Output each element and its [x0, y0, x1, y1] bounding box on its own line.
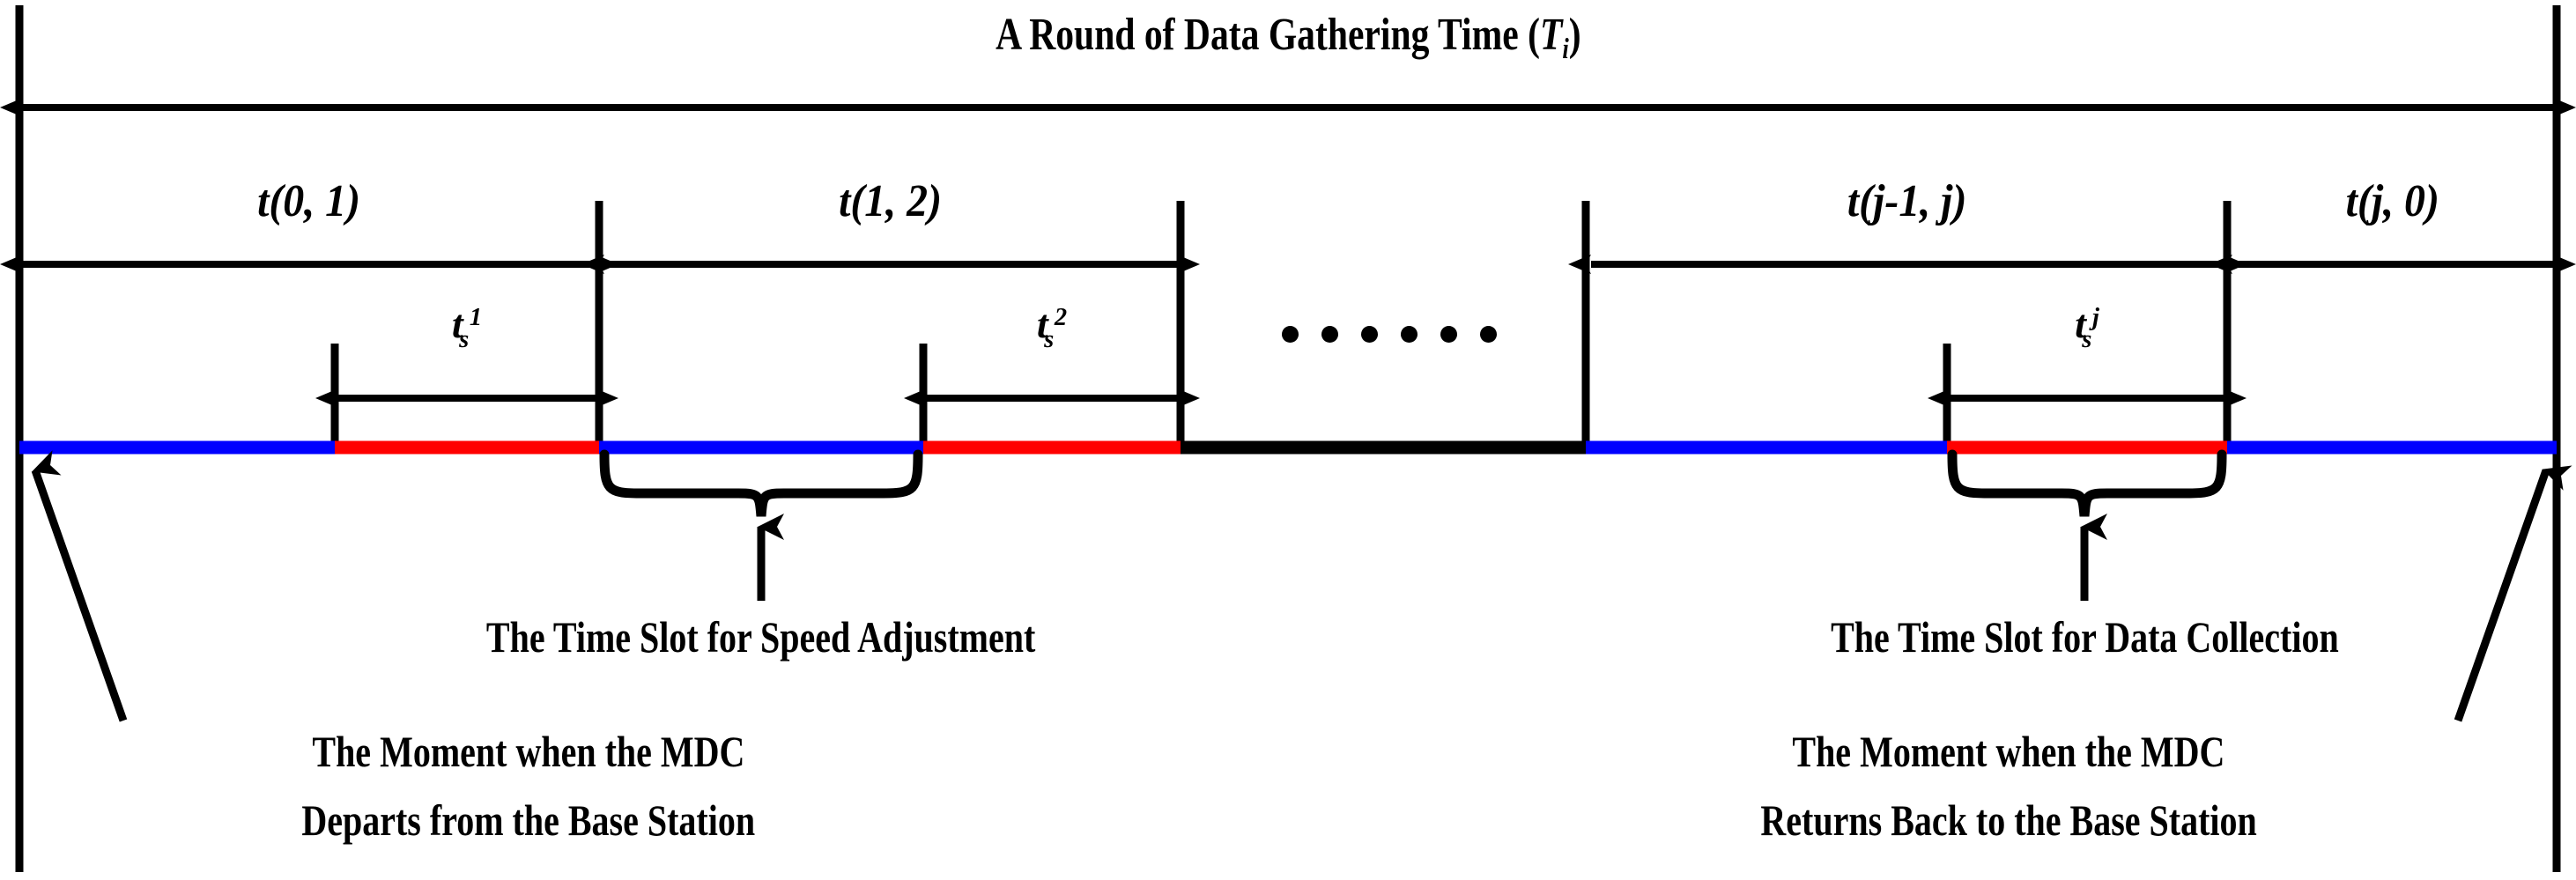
footnote-depart-line2-text: Departs from the Base Station — [301, 795, 756, 845]
round-title-symbol: T — [1539, 9, 1563, 60]
caption-data-collection-text: The Time Slot for Data Collection — [1830, 612, 2339, 662]
ellipsis-dot — [1361, 326, 1378, 343]
interval-label-t12-text: t(1, 2) — [839, 176, 943, 226]
ts1-subscript: s — [459, 326, 470, 354]
caption-speed-adjustment: The Time Slot for Speed Adjustment — [233, 608, 1290, 666]
caption-data-collection: The Time Slot for Data Collection — [1556, 608, 2576, 666]
interval-label-tj0: t(j, 0) — [2232, 173, 2553, 231]
round-title-symbol-subscript: i — [1562, 32, 1569, 65]
round-title: A Round of Data Gathering Time (Ti) — [19, 7, 2557, 69]
service-slot-label-ts1: ts1 — [338, 298, 596, 359]
footnote-depart-line1: The Moment when the MDC — [18, 724, 1040, 779]
interval-label-t12: t(1, 2) — [604, 173, 1177, 231]
service-slot-label-ts2: ts2 — [927, 298, 1177, 359]
ellipsis-dot — [1321, 326, 1338, 343]
interval-label-tj1j: t(j-1, j) — [1591, 173, 2224, 231]
tsj-subscript: s — [2082, 326, 2092, 354]
brace-data-collection — [1947, 449, 2227, 517]
brace-pointer-arrows — [757, 514, 2107, 601]
interval-label-t01: t(0, 1) — [23, 173, 596, 231]
footnote-depart-line1-text: The Moment when the MDC — [312, 727, 745, 776]
interval-label-tj0-text: t(j, 0) — [2345, 176, 2440, 226]
interval-label-t01-text: t(0, 1) — [257, 176, 361, 226]
service-slot-label-tsj: tsj — [1951, 298, 2224, 359]
caption-speed-adjustment-text: The Time Slot for Speed Adjustment — [486, 612, 1036, 662]
interval-divider-ticks — [595, 201, 2232, 451]
ellipsis-dot — [1282, 326, 1299, 343]
ts2-subscript: s — [1044, 326, 1055, 354]
footnote-return-line2-text: Returns Back to the Base Station — [1760, 795, 2257, 845]
brace-speed-adjustment — [599, 449, 923, 517]
ellipsis-dot — [1440, 326, 1457, 343]
interval-label-tj1j-text: t(j-1, j) — [1847, 176, 1967, 226]
ellipsis-dot — [1401, 326, 1418, 343]
footnote-return-line1-text: The Moment when the MDC — [1792, 727, 2225, 776]
boundary-ticks — [15, 5, 2561, 872]
round-title-suffix: ) — [1568, 9, 1581, 60]
ellipsis-dots — [1282, 326, 1497, 343]
tsj-superscript: j — [2091, 303, 2099, 331]
footnote-return-line2: Returns Back to the Base Station — [1498, 793, 2520, 847]
footnote-depart-line2: Departs from the Base Station — [18, 793, 1040, 847]
round-title-prefix: A Round of Data Gathering Time ( — [995, 9, 1540, 60]
ts1-superscript: 1 — [469, 303, 483, 331]
footnote-pointer-left — [31, 450, 128, 722]
footnote-return-line1: The Moment when the MDC — [1498, 724, 2520, 779]
footnote-pointer-right — [2454, 465, 2572, 722]
ts1-base: t — [451, 301, 463, 347]
tsj-base: t — [2075, 301, 2086, 347]
ts2-superscript: 2 — [1054, 303, 1068, 331]
ellipsis-dot — [1480, 326, 1497, 343]
ts2-base: t — [1036, 301, 1048, 347]
